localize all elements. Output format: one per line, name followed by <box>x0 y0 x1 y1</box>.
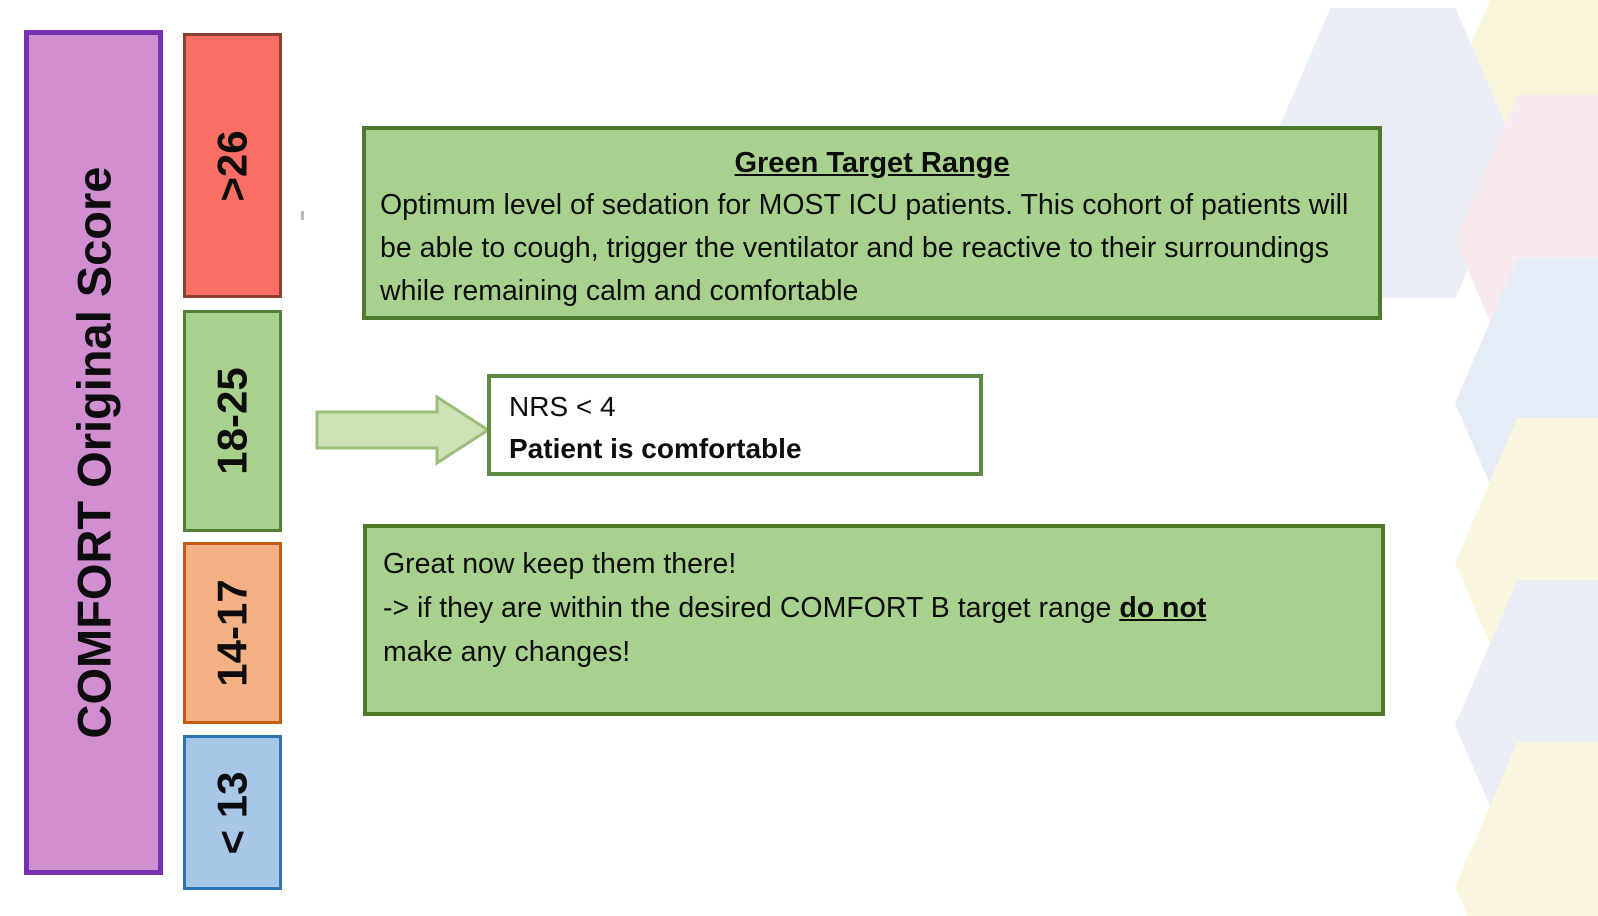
keep-them-there-line-1: Great now keep them there! <box>383 548 737 580</box>
keep-them-there-callout: Great now keep them there! -> if they ar… <box>363 524 1385 716</box>
keep-them-there-line-2-pre: -> if they are within the desired COMFOR… <box>383 592 1120 625</box>
nrs-score-text: NRS < 4 <box>509 391 616 422</box>
comfort-original-score-bar: COMFORT Original Score <box>24 30 163 875</box>
scan-artifact-mark <box>301 211 304 220</box>
range-box-14-17: 14-17 <box>183 542 282 724</box>
keep-them-there-line-3: make any changes! <box>383 636 631 669</box>
keep-them-there-line-2: -> if they are within the desired COMFOR… <box>383 586 1381 630</box>
range-box-under-13-label: < 13 <box>208 771 256 854</box>
green-target-range-callout: Green Target Range Optimum level of seda… <box>362 126 1382 320</box>
range-box-18-25: 18-25 <box>183 310 282 532</box>
score-bar-label: COMFORT Original Score <box>67 166 120 739</box>
nrs-result-box: NRS < 4 Patient is comfortable <box>487 374 983 476</box>
flow-arrow-icon <box>315 394 491 466</box>
range-box-over-26: >26 <box>183 33 282 298</box>
range-box-under-13: < 13 <box>183 735 282 890</box>
range-box-14-17-label: 14-17 <box>208 579 256 687</box>
keep-them-there-emphasis: do not <box>1119 592 1207 625</box>
range-box-over-26-label: >26 <box>208 129 256 202</box>
nrs-status-text: Patient is comfortable <box>509 433 802 464</box>
range-box-18-25-label: 18-25 <box>208 367 256 475</box>
green-target-range-body: Optimum level of sedation for MOST ICU p… <box>380 189 1349 307</box>
green-target-range-title: Green Target Range <box>734 147 1010 179</box>
